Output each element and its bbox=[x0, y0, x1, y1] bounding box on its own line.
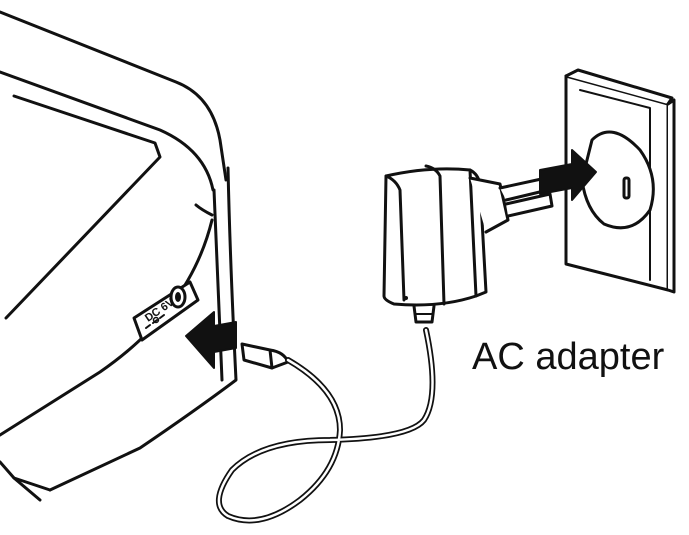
polarity-symbol bbox=[145, 314, 165, 329]
outlet-slot bbox=[622, 176, 631, 200]
arrow-right-icon bbox=[539, 149, 597, 201]
outlet-socket bbox=[580, 130, 655, 230]
dc-cable bbox=[216, 327, 436, 524]
dc-port bbox=[132, 280, 200, 342]
device-display-window bbox=[4, 94, 162, 320]
ac-adapter bbox=[382, 164, 554, 324]
adapter-label: AC adapter bbox=[472, 336, 665, 378]
device-body bbox=[0, 10, 238, 502]
arrow-left-icon bbox=[185, 311, 237, 369]
wall-outlet bbox=[564, 68, 676, 294]
